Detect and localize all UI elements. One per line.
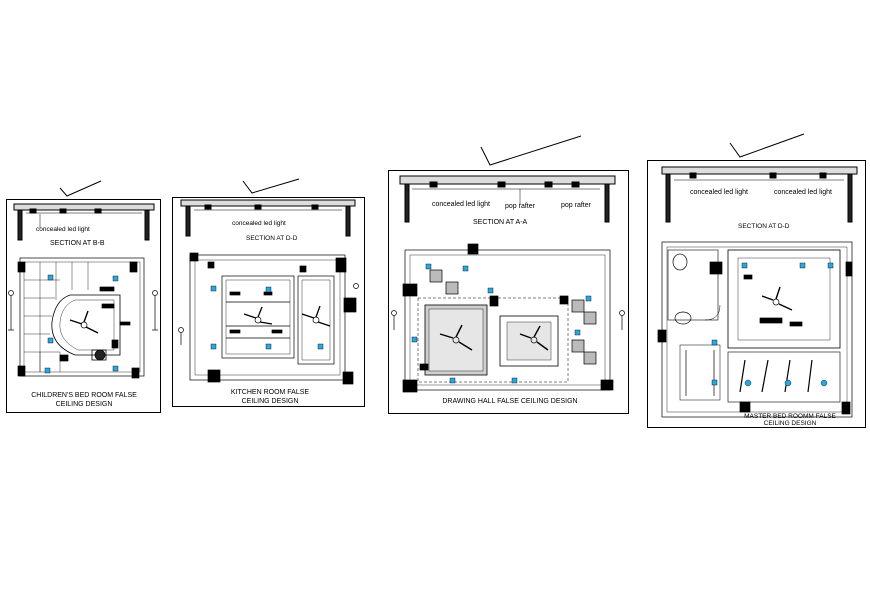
section-title: SECTION AT B-B [50,240,105,247]
section-title: SECTION AT D-D [738,223,790,230]
led-light-fixtures [44,274,119,374]
section-label-concealed-led: concealed led light [232,220,286,227]
north-arrow-icon [729,133,805,158]
north-arrow-icon [480,135,582,166]
section-label-concealed-led: concealed led light [36,226,90,233]
master-bedroom-plan [657,241,853,418]
north-arrow-icon [59,180,102,197]
led-light-fixtures [210,285,324,350]
kitchen-room-plan [178,252,359,385]
drawing-hall-plan [391,243,625,393]
drawing-sheet-master-bedroom [647,160,866,428]
section-bb-drawing [13,203,155,241]
section-label-pop-rafter: pop rafter [505,203,535,210]
section-label-pop-rafter: pop rafter [561,202,591,209]
drawing-title-line1: MASTER BED ROOMM FALSE [744,413,836,420]
drawing-title-line1: KITCHEN ROOM FALSE [230,389,310,396]
drawing-sheet-kitchen [172,197,365,407]
drawing-title-line2: CEILING DESIGN [241,398,299,405]
drawing-title-line1: DRAWING HALL FALSE CEILING DESIGN [442,398,578,405]
section-dd-master-drawing [661,166,858,223]
drawing-title-line2: CEILING DESIGN [763,420,817,427]
section-title: SECTION AT D-D [246,235,298,242]
drawing-title-line2: CEILING DESIGN [55,401,113,408]
drawing-sheet-drawing-hall [388,170,629,414]
section-title: SECTION AT A-A [473,219,528,226]
section-label-concealed-led: concealed led light [774,189,832,196]
section-dd-kitchen-drawing [180,199,356,237]
led-light-fixtures [711,262,834,387]
north-arrow-icon [242,178,300,194]
led-light-fixtures [411,263,592,384]
section-label-concealed-led: concealed led light [690,189,748,196]
section-label-concealed-led: concealed led light [432,201,490,208]
childrens-room-plan [8,257,158,379]
drawing-title-line1: CHILDREN'S BED ROOM FALSE [31,392,137,399]
section-aa-drawing [399,175,616,223]
